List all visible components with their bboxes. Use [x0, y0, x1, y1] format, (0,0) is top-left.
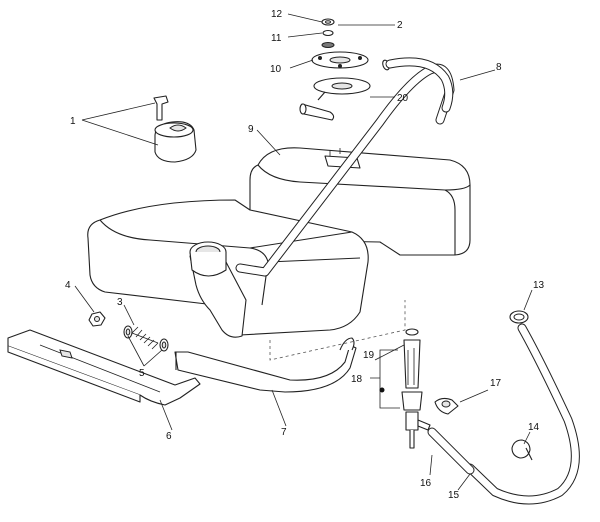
part-4-nut [88, 311, 106, 327]
callout-9: 9 [248, 124, 254, 135]
callout-18: 18 [351, 374, 363, 385]
callout-4: 4 [65, 280, 71, 291]
part-13-hose-clip [509, 310, 529, 324]
callout-5: 5 [139, 368, 145, 379]
part-3-spring [131, 326, 159, 350]
part-7-tank-strap [174, 337, 357, 393]
callout-15: 15 [448, 490, 460, 501]
part-17-hose-clip [434, 397, 459, 415]
part-18-fuel-tap [401, 339, 431, 449]
part-5-washers [123, 325, 169, 352]
part-19-circlip [405, 328, 419, 336]
callout-10: 10 [270, 64, 282, 75]
part-2-gasket [321, 42, 335, 48]
part-18-marker-dot [379, 387, 385, 393]
part-8-tube-upper [385, 57, 454, 113]
callout-17: 17 [490, 378, 502, 389]
part-15-fuel-hose [465, 323, 580, 505]
part-11-washer [322, 29, 334, 37]
callout-labels: 1 2 3 4 5 6 7 8 9 10 11 12 13 14 15 16 1… [65, 9, 545, 501]
leader-lines [74, 13, 533, 491]
part-16-short-hose [427, 427, 475, 475]
callout-19: 19 [363, 350, 375, 361]
callout-14: 14 [528, 422, 540, 433]
part-1-cap-key [153, 95, 169, 121]
callout-20: 20 [397, 93, 409, 104]
callout-7: 7 [281, 427, 287, 438]
part-6-support-rail [7, 329, 201, 406]
filler-neck [189, 241, 247, 338]
callout-12: 12 [271, 9, 283, 20]
callout-16: 16 [420, 478, 432, 489]
callout-6: 6 [166, 431, 172, 442]
callout-1: 1 [70, 116, 76, 127]
callout-3: 3 [117, 297, 123, 308]
callout-13: 13 [533, 280, 545, 291]
callout-2: 2 [397, 20, 403, 31]
part-14-hose-clamp [511, 439, 533, 461]
part-1-filler-cap [154, 121, 197, 163]
callout-8: 8 [496, 62, 502, 73]
callout-11: 11 [271, 33, 282, 44]
